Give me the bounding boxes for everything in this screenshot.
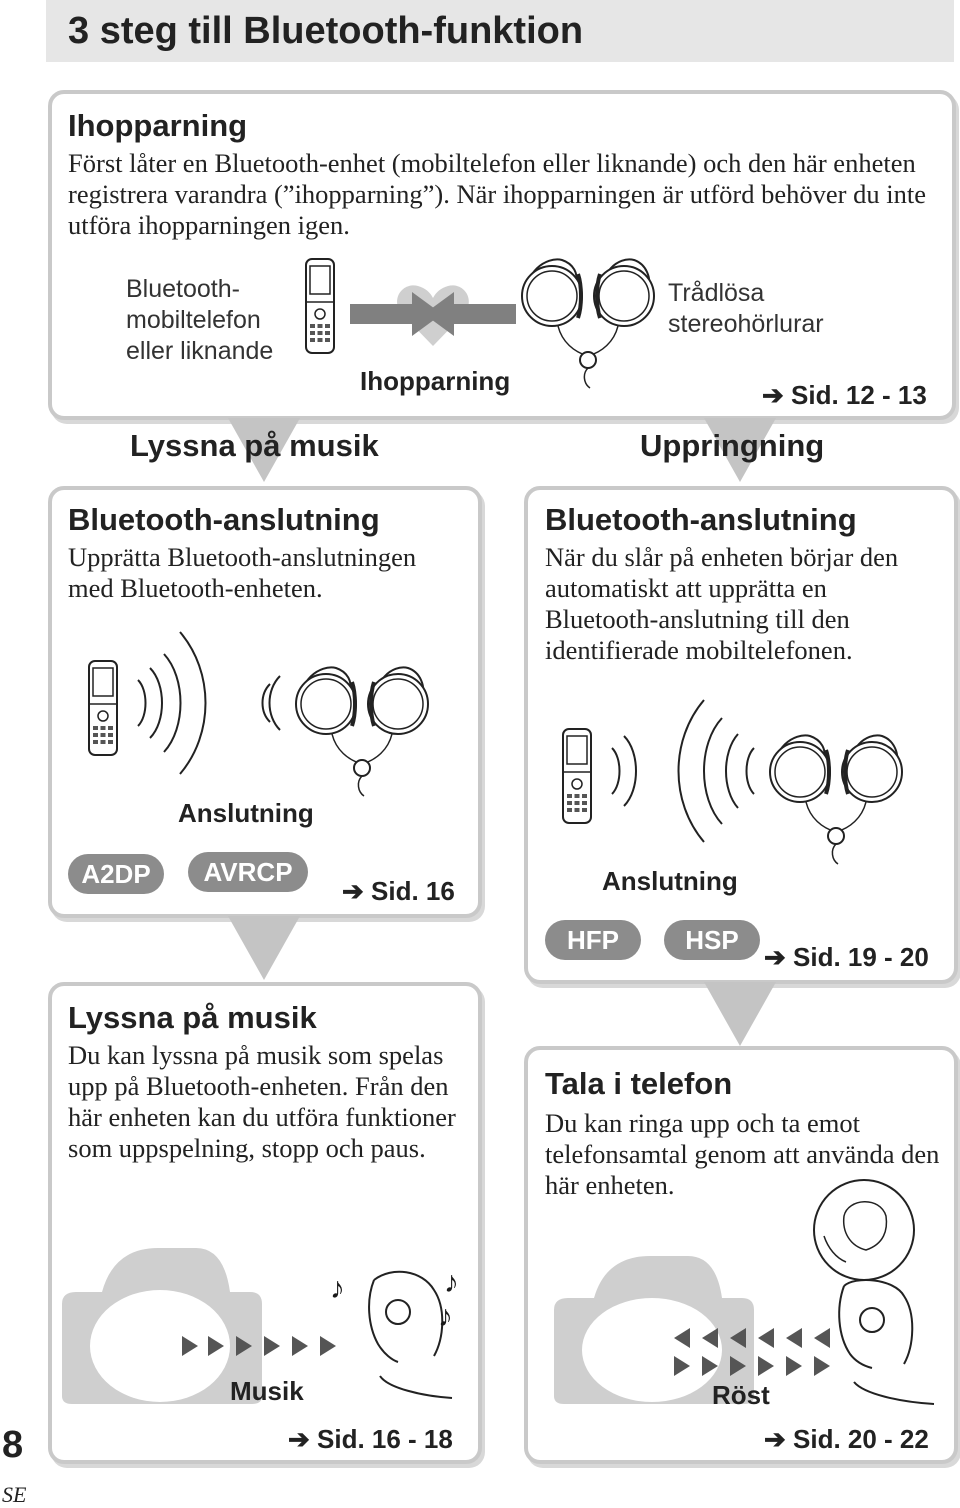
avrcp-badge: AVRCP	[188, 852, 308, 892]
music-note-icon: ♪	[438, 1300, 453, 1333]
connection-right-text: När du slår på enheten börjar den automa…	[545, 542, 899, 665]
music-text: Du kan lyssna på musik som spelas upp på…	[68, 1040, 456, 1163]
music-note-icon: ♪	[330, 1272, 345, 1305]
headphones-label-line: stereohörlurar	[668, 310, 824, 338]
connection-right-caption: Anslutning	[602, 866, 738, 896]
arrow-right-icon: ➔	[764, 1424, 794, 1454]
arrow-right-icon: ➔	[342, 876, 372, 906]
arrow-right-icon: ➔	[762, 380, 792, 410]
page-title: 3 steg till Bluetooth-funktion	[68, 10, 584, 52]
flow-label-calling: Uppringning	[640, 428, 825, 463]
pairing-heart-icon	[350, 285, 516, 346]
flow-arrow-left-top	[228, 418, 300, 482]
phone-heading: Tala i telefon	[545, 1066, 733, 1101]
pairing-heading: Ihopparning	[68, 108, 248, 143]
arrow-right-icon: ➔	[288, 1424, 318, 1454]
flow-arrow-left-middle	[228, 916, 300, 980]
connection-right-heading: Bluetooth-anslutning	[545, 502, 857, 537]
phone-page-ref[interactable]: ➔ Sid. 20 - 22	[764, 1424, 929, 1455]
pairing-caption: Ihopparning	[360, 366, 511, 396]
phone-ref-text: Sid. 20 - 22	[793, 1424, 929, 1454]
pairing-text: Först låter en Bluetooth-enhet (mobiltel…	[68, 148, 926, 240]
music-note-icon: ♪	[444, 1266, 459, 1299]
device-label-line: eller liknande	[126, 337, 274, 365]
language-code: SE	[2, 1482, 27, 1507]
flow-arrow-right-middle	[704, 982, 776, 1046]
hfp-badge: HFP	[545, 920, 641, 960]
page-title-bar: 3 steg till Bluetooth-funktion	[46, 0, 954, 62]
pairing-section	[48, 90, 956, 420]
music-caption: Musik	[230, 1376, 304, 1406]
headphones-label: Trådlösa stereohörlurar	[668, 278, 824, 340]
headphones-label-line: Trådlösa	[668, 279, 765, 307]
pairing-ref-text: Sid. 12 - 13	[791, 380, 927, 410]
device-label-line: Bluetooth-	[126, 275, 240, 303]
page-number: 8	[2, 1424, 24, 1466]
music-heading: Lyssna på musik	[68, 1000, 317, 1035]
phone-caption: Röst	[712, 1380, 770, 1410]
phone-text: Du kan ringa upp och ta emot telefonsamt…	[545, 1108, 940, 1200]
headphones-icon	[295, 666, 429, 797]
flow-label-listen-music: Lyssna på musik	[130, 428, 379, 463]
mobile-phone-icon	[305, 258, 335, 354]
music-illustration	[62, 1248, 453, 1404]
flow-arrow-right-top	[704, 418, 776, 482]
connection-right-section	[524, 486, 958, 984]
connection-right-page-ref[interactable]: ➔ Sid. 19 - 20	[764, 942, 929, 973]
connection-left-page-ref[interactable]: ➔ Sid. 16	[342, 876, 455, 907]
phone-call-illustration	[554, 1179, 935, 1405]
arrow-right-icon: ➔	[764, 942, 794, 972]
music-page-ref[interactable]: ➔ Sid. 16 - 18	[288, 1424, 453, 1455]
connection-left-heading: Bluetooth-anslutning	[68, 502, 380, 537]
connection-left-text: Upprätta Bluetooth-anslutningen med Blue…	[68, 542, 417, 603]
connection-left-ref-text: Sid. 16	[371, 876, 455, 906]
signal-waves-icon	[137, 631, 281, 775]
connection-right-ref-text: Sid. 19 - 20	[793, 942, 929, 972]
device-label-line: mobiltelefon	[126, 306, 261, 334]
headphones-icon	[521, 258, 655, 389]
headphones-icon	[769, 734, 903, 865]
a2dp-badge: A2DP	[68, 854, 164, 894]
mobile-phone-icon	[562, 728, 592, 824]
signal-waves-icon	[611, 699, 755, 843]
hsp-badge: HSP	[664, 920, 760, 960]
mobile-phone-icon	[88, 660, 118, 756]
connection-left-caption: Anslutning	[178, 798, 314, 828]
pairing-page-ref[interactable]: ➔ Sid. 12 - 13	[762, 380, 927, 411]
device-label: Bluetooth- mobiltelefon eller liknande	[126, 274, 273, 367]
music-ref-text: Sid. 16 - 18	[317, 1424, 453, 1454]
